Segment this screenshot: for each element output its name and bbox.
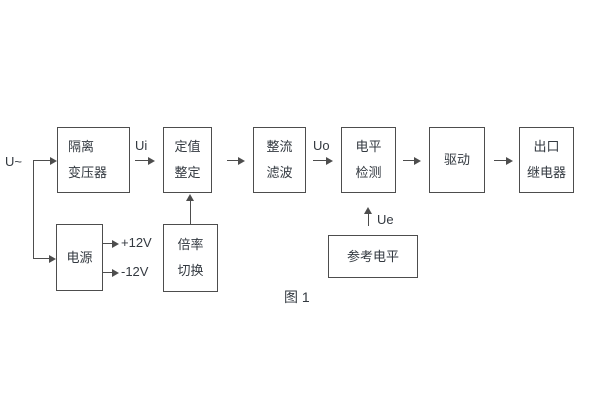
arrowhead-to-power	[49, 255, 56, 263]
uo-wire	[313, 160, 326, 161]
box-label: 驱动	[443, 152, 470, 167]
box-label: 整定	[174, 165, 201, 180]
input-wire-to-power	[33, 258, 49, 259]
box-label: 变压器	[68, 165, 108, 180]
plus12v-arrowhead	[112, 240, 119, 248]
input-branch-wire	[33, 160, 34, 259]
ue-wire	[368, 213, 369, 226]
box-label: 倍率	[177, 237, 204, 252]
setting-to-rectifier-arrowhead	[238, 157, 245, 165]
minus12v-arrowhead	[112, 269, 119, 277]
uo-signal-label: Uo	[313, 138, 330, 153]
box-label: 参考电平	[346, 248, 399, 264]
box-label: 滤波	[266, 165, 293, 180]
ue-arrowhead	[364, 207, 372, 214]
uo-arrowhead	[326, 157, 333, 165]
ui-signal-label: Ui	[135, 138, 148, 153]
box-label: 整流	[266, 139, 293, 154]
box-setting-adjustment: 定值 整定	[163, 127, 212, 193]
box-label: 定值	[174, 139, 201, 154]
ui-wire	[135, 160, 148, 161]
box-rectifier-filter: 整流 滤波	[253, 127, 306, 193]
input-signal-label: U~	[5, 154, 22, 169]
box-output-relay: 出口 继电器	[519, 127, 574, 193]
box-reference-level: 参考电平	[328, 235, 418, 278]
plus12v-wire	[103, 243, 112, 244]
level-to-driver-wire	[403, 160, 414, 161]
driver-to-relay-wire	[494, 160, 506, 161]
input-wire-to-transformer	[33, 160, 50, 161]
box-label: 电平	[355, 139, 382, 154]
setting-to-rectifier-wire	[227, 160, 238, 161]
box-isolation-transformer: 隔离 变压器	[57, 127, 130, 193]
box-driver: 驱动	[429, 127, 485, 193]
box-label: 切换	[177, 263, 204, 278]
figure-caption: 图 1	[284, 289, 310, 305]
plus12v-label: +12V	[121, 235, 152, 250]
box-ratio-switch: 倍率 切换	[163, 224, 218, 292]
box-label: 出口	[533, 139, 560, 154]
box-label: 隔离	[68, 139, 95, 154]
ue-signal-label: Ue	[377, 212, 394, 227]
ratio-to-setting-arrowhead	[186, 194, 194, 201]
minus12v-wire	[103, 272, 112, 273]
minus12v-label: -12V	[121, 264, 149, 279]
driver-to-relay-arrowhead	[506, 157, 513, 165]
arrowhead-to-transformer	[50, 157, 57, 165]
level-to-driver-arrowhead	[414, 157, 421, 165]
box-label: 检测	[355, 165, 382, 180]
box-level-detection: 电平 检测	[341, 127, 396, 193]
ui-arrowhead	[148, 157, 155, 165]
box-label: 电源	[66, 249, 93, 265]
ratio-to-setting-wire	[190, 200, 191, 224]
box-label: 继电器	[526, 165, 566, 180]
box-power-supply: 电源	[56, 224, 103, 291]
